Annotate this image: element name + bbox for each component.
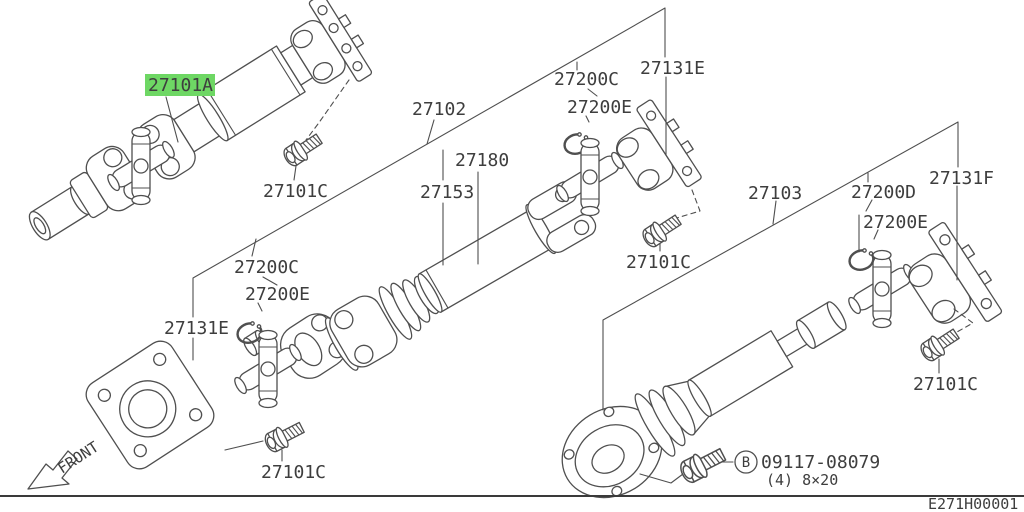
part-label-27131e[interactable]: 27131E <box>164 318 229 339</box>
part-label-27200c[interactable]: 27200C <box>234 257 299 278</box>
rear-propeller-shaft-drawing <box>561 221 1003 499</box>
leader-27200c-top <box>576 61 598 123</box>
part-labels: 27101A 27101C 27102 27180 27153 27200C 2… <box>145 58 994 483</box>
part-label-27101c[interactable]: 27101C <box>261 462 326 483</box>
part-label-27102[interactable]: 27102 <box>412 99 466 120</box>
leader-27101a <box>165 96 179 143</box>
highlight-box-27101a <box>145 74 215 96</box>
flange-bolt-drawing <box>261 416 308 456</box>
snap-ring-drawing <box>848 247 875 271</box>
part-label-27200d[interactable]: 27200D <box>851 182 916 203</box>
dashed-bolt1 <box>305 79 350 141</box>
part-label-27153[interactable]: 27153 <box>420 182 474 203</box>
axis-line-27103 <box>602 121 959 411</box>
part-label-27131e[interactable]: 27131E <box>640 58 705 79</box>
leader-27102 <box>426 119 435 145</box>
bolt-b-callout: B 09117-08079 (4) 8×20 <box>734 450 880 489</box>
diagram-code: E271H00001 <box>928 495 1018 512</box>
leader-lines <box>165 7 974 484</box>
leader-27200d <box>858 172 879 253</box>
part-label-27131f[interactable]: 27131F <box>929 168 994 189</box>
part-label-27101c[interactable]: 27101C <box>626 252 691 273</box>
front-arrow-icon <box>27 450 78 490</box>
flange-bolt-drawing <box>279 128 326 170</box>
leader-bolt4 <box>224 440 283 462</box>
part-label-27200c[interactable]: 27200C <box>554 69 619 90</box>
flange-bolt-b-drawing <box>676 442 730 487</box>
front-propeller-shaft-drawing <box>28 0 373 241</box>
leader-27200c-low <box>251 238 278 312</box>
part-label-27101c[interactable]: 27101C <box>263 181 328 202</box>
bolt-quantity-size: (4) 8×20 <box>766 471 838 489</box>
flange-bolt-drawing <box>916 323 963 365</box>
part-label-27180[interactable]: 27180 <box>455 150 509 171</box>
part-label-27101a[interactable]: 27101A <box>148 75 213 96</box>
leader-bolt1 <box>293 165 297 181</box>
part-label-27200e[interactable]: 27200E <box>567 97 632 118</box>
part-label-27200e[interactable]: 27200E <box>245 284 310 305</box>
center-propeller-shaft-drawing <box>85 99 702 470</box>
part-label-27103[interactable]: 27103 <box>748 183 802 204</box>
axis-line-27102 <box>192 7 667 361</box>
leader-27103 <box>772 200 777 225</box>
part-label-27200e[interactable]: 27200E <box>863 212 928 233</box>
flange-bolt-drawing <box>638 209 685 251</box>
front-label: FRONT <box>54 438 102 478</box>
universal-joint-drawing <box>845 249 919 329</box>
front-indicator: FRONT <box>27 438 102 490</box>
bolt-part-number[interactable]: 09117-08079 <box>761 452 880 473</box>
circle-b-marker <box>734 450 758 474</box>
circle-b-symbol: B <box>742 455 750 471</box>
part-label-27101c[interactable]: 27101C <box>913 374 978 395</box>
dashed-bolt2 <box>669 189 701 221</box>
